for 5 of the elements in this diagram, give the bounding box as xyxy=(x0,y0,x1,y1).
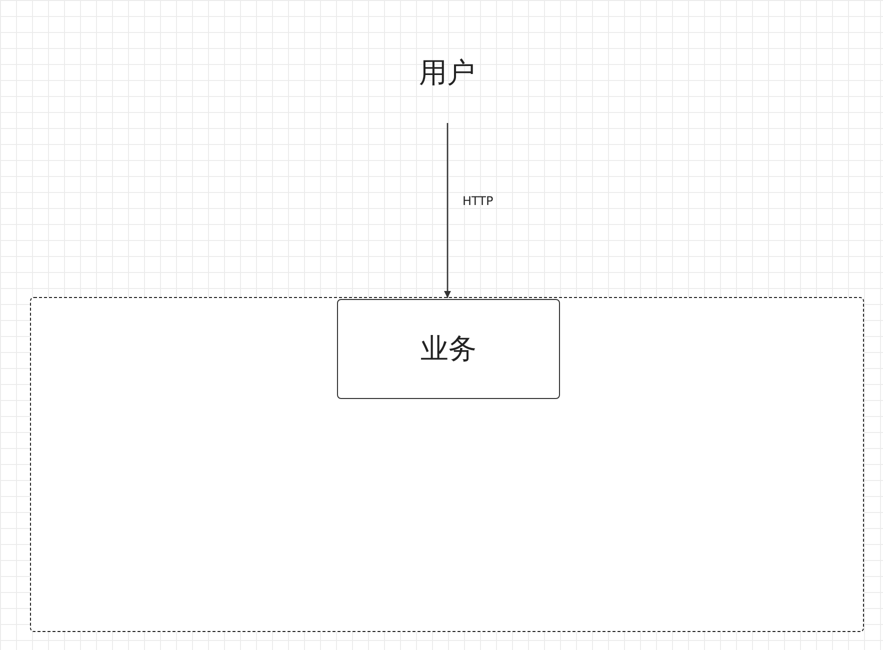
edge-label: HTTP xyxy=(462,194,494,208)
process-box: 业务 xyxy=(337,299,560,399)
arrow xyxy=(444,123,451,298)
actor-label: 用户 xyxy=(397,52,497,94)
dashed-container-box xyxy=(30,297,864,632)
